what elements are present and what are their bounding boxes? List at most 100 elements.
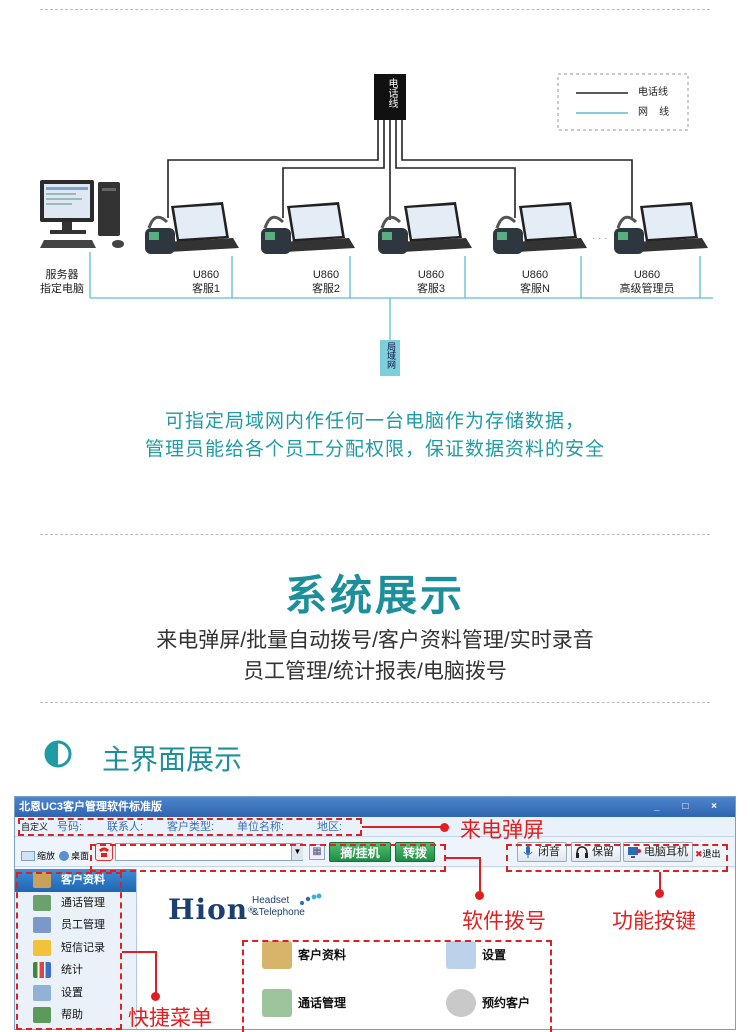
alarm-clock-icon <box>446 989 476 1017</box>
call-records-icon <box>33 894 51 911</box>
customer-type-label: 客户类型: <box>167 821 215 833</box>
main-panel: Hion® Headset &Telephone 客户资料 设置 通话管理 预约… <box>138 869 735 1029</box>
diagram-caption-line1: 可指定局域网内作任何一台电脑作为存储数据， <box>164 411 585 432</box>
menu-customers[interactable]: 客户资料 <box>262 941 346 969</box>
settings-icon <box>33 984 51 1001</box>
legend-box <box>557 73 689 131</box>
station-label-3: U860 客服3 <box>416 269 446 295</box>
annotation-box-caller-info <box>18 818 362 836</box>
brand-dots-icon <box>300 893 322 905</box>
zoom-icon[interactable] <box>21 851 35 861</box>
annotation-function-keys: 功能按键 <box>612 910 696 933</box>
transfer-button[interactable]: 转拨 <box>395 842 435 862</box>
exit-label: 退出 <box>702 849 721 859</box>
legend-phone-label: 电话线 <box>638 87 668 98</box>
exit-button[interactable]: ✖退出 <box>695 847 721 860</box>
sidebar-item-calls[interactable]: 通话管理 <box>15 892 136 915</box>
brand-logo: Hion® Headset &Telephone <box>168 893 322 926</box>
station-label-2: U860 客服2 <box>311 269 341 295</box>
menu-calls[interactable]: 通话管理 <box>262 989 346 1017</box>
custom-field-label[interactable]: 自定义 <box>21 822 49 832</box>
phone-laptop-icon <box>261 202 355 254</box>
dropdown-arrow-icon[interactable]: ▼ <box>291 844 303 860</box>
legend-network-label: 网 线 <box>638 107 670 118</box>
half-circle-icon <box>44 740 72 768</box>
more-dots: · · · <box>592 233 608 244</box>
wrench-icon <box>446 941 476 969</box>
window-titlebar: 北恩UC3客户管理软件标准版 _ □ × <box>15 797 735 817</box>
phone-laptop-icon <box>493 202 587 254</box>
annotation-line <box>122 951 156 953</box>
sidebar-item-help[interactable]: 帮助 <box>15 1004 136 1027</box>
annotation-software-dial: 软件拨号 <box>462 910 546 933</box>
bar-chart-icon <box>33 962 51 978</box>
contact-label: 联系人: <box>107 821 144 833</box>
pc-headset-label: 电脑耳机 <box>644 846 688 858</box>
phone-line-junction: 电话线 <box>374 74 406 120</box>
sidebar-item-settings[interactable]: 设置 <box>15 982 136 1005</box>
annotation-shortcut-menu: 快捷菜单 <box>128 1007 212 1030</box>
sidebar: 客户资料 通话管理 员工管理 短信记录 统计 设置 帮助 <box>15 869 137 1029</box>
station-label-1: U860 客服1 <box>191 269 221 295</box>
annotation-box-shortcut-menu <box>16 872 122 1030</box>
sidebar-item-sms[interactable]: 短信记录 <box>15 937 136 960</box>
microphone-icon <box>523 846 533 858</box>
annotation-incoming-popup: 来电弹屏 <box>460 819 544 842</box>
envelope-icon <box>33 939 51 956</box>
hold-label: 保留 <box>592 846 614 858</box>
annotation-line <box>155 951 157 995</box>
dial-number-input[interactable] <box>115 843 303 861</box>
company-name-label: 单位名称: <box>237 821 285 833</box>
top-divider <box>40 9 710 10</box>
server-computer-icon <box>40 180 124 248</box>
mute-button[interactable]: 闭音 <box>517 842 567 862</box>
desktop-icon[interactable] <box>59 851 69 861</box>
server-label: 服务器 指定电脑 <box>40 269 84 295</box>
dialpad-icon[interactable]: ▦ <box>309 844 325 860</box>
pc-headset-button[interactable]: 电脑耳机 <box>623 842 693 862</box>
annotation-dot <box>655 889 664 898</box>
section-title: 系统展示 <box>284 572 465 619</box>
annotation-line <box>479 857 481 893</box>
close-icon: ✖ <box>695 849 703 859</box>
mute-label: 闭音 <box>538 846 560 858</box>
dial-toolbar: 缩放 桌面 ▼ ▦ 摘/挂机 转拨 闭音 保留 电脑耳机 ✖退出 <box>15 837 735 867</box>
phone-laptop-icon <box>145 202 239 254</box>
sidebar-item-customers[interactable]: 客户资料 <box>15 869 136 892</box>
customer-card-icon <box>33 872 51 888</box>
features-line1: 来电弹屏/批量自动拨号/客户资料管理/实时录音 <box>156 629 594 652</box>
phone-number-label: 号码: <box>57 821 83 833</box>
section-divider-1 <box>40 534 710 535</box>
annotation-line <box>362 826 444 828</box>
customer-card-icon <box>262 941 292 969</box>
window-controls[interactable]: _ □ × <box>654 801 727 812</box>
desktop-label[interactable]: 桌面 <box>71 851 90 861</box>
annotation-dot <box>151 992 160 1001</box>
lan-box: 局域网 <box>380 340 400 376</box>
station-label-admin: U860 高级管理员 <box>619 269 675 295</box>
station-label-n: U860 客服N <box>520 269 550 295</box>
zoom-label[interactable]: 缩放 <box>37 851 56 861</box>
subsection-title: 主界面展示 <box>102 744 243 775</box>
menu-settings[interactable]: 设置 <box>446 941 506 969</box>
sidebar-item-stats[interactable]: 统计 <box>15 959 136 982</box>
sidebar-item-staff[interactable]: 员工管理 <box>15 914 136 937</box>
annotation-box-dial <box>90 844 446 872</box>
phone-handset-icon[interactable] <box>95 843 113 861</box>
region-label: 地区: <box>317 821 343 833</box>
phone-laptop-icon <box>378 202 472 254</box>
menu-appointments[interactable]: 预约客户 <box>446 989 530 1017</box>
computer-headset-icon <box>628 847 641 858</box>
call-records-icon <box>262 989 292 1017</box>
annotation-line <box>446 857 480 859</box>
annotation-dot <box>475 891 484 900</box>
phone-laptop-icon <box>614 202 708 254</box>
hold-button[interactable]: 保留 <box>571 842 621 862</box>
diagram-caption-line2: 管理员能给各个员工分配权限，保证数据资料的安全 <box>144 439 605 460</box>
headphones-icon <box>576 846 588 858</box>
features-line2: 员工管理/统计报表/电脑拨号 <box>243 660 507 683</box>
hook-button[interactable]: 摘/挂机 <box>329 842 391 862</box>
help-icon <box>33 1007 51 1023</box>
staff-icon <box>33 917 51 933</box>
annotation-box-main-menu <box>242 940 552 1032</box>
